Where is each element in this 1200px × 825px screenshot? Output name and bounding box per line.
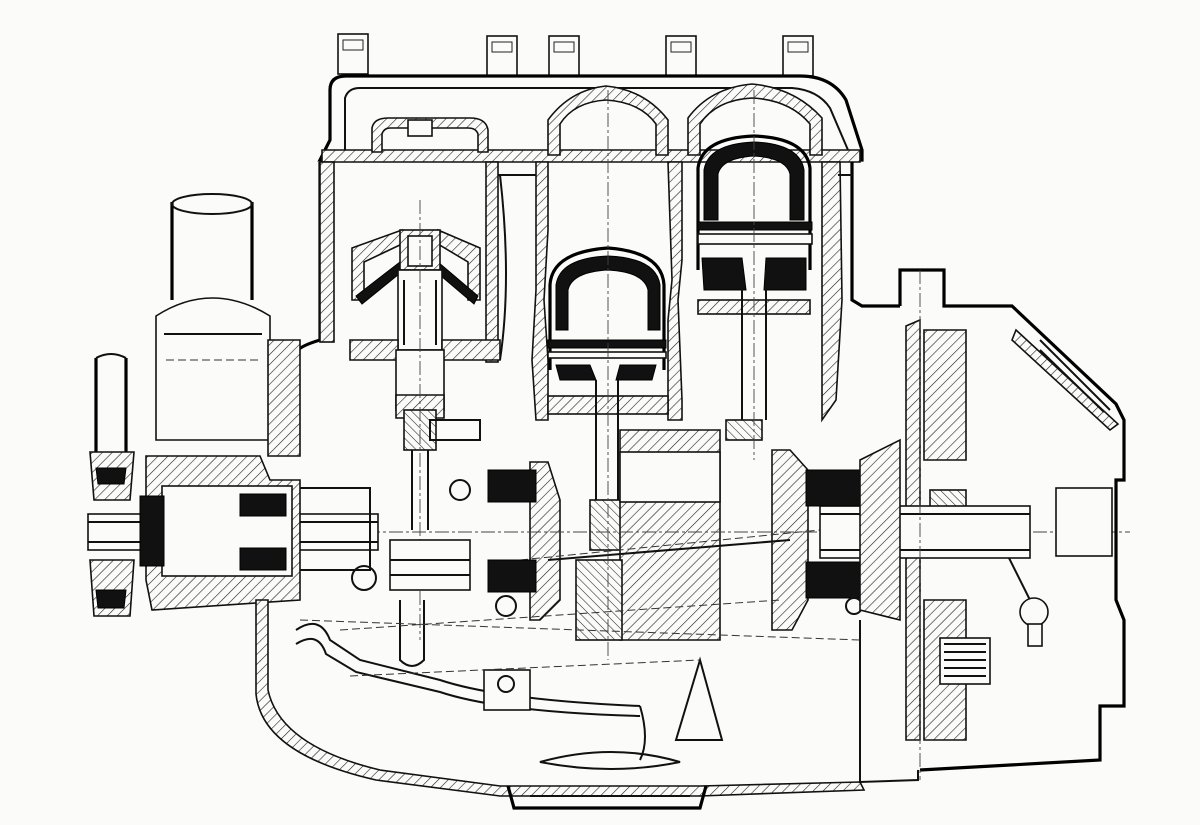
crankshaft [90,429,1130,641]
water-outlet [155,193,301,457]
centerlines [299,90,921,780]
piston-left [547,246,669,551]
flywheel-housing [805,268,1126,772]
valve-assembly [349,200,501,640]
piston-right [696,134,813,441]
camshaft [351,419,537,667]
oil-pump [295,599,781,770]
oil-sump [255,599,919,810]
head-bolts [337,33,814,77]
clutch-spring [939,637,991,685]
front-shaft [87,353,379,617]
